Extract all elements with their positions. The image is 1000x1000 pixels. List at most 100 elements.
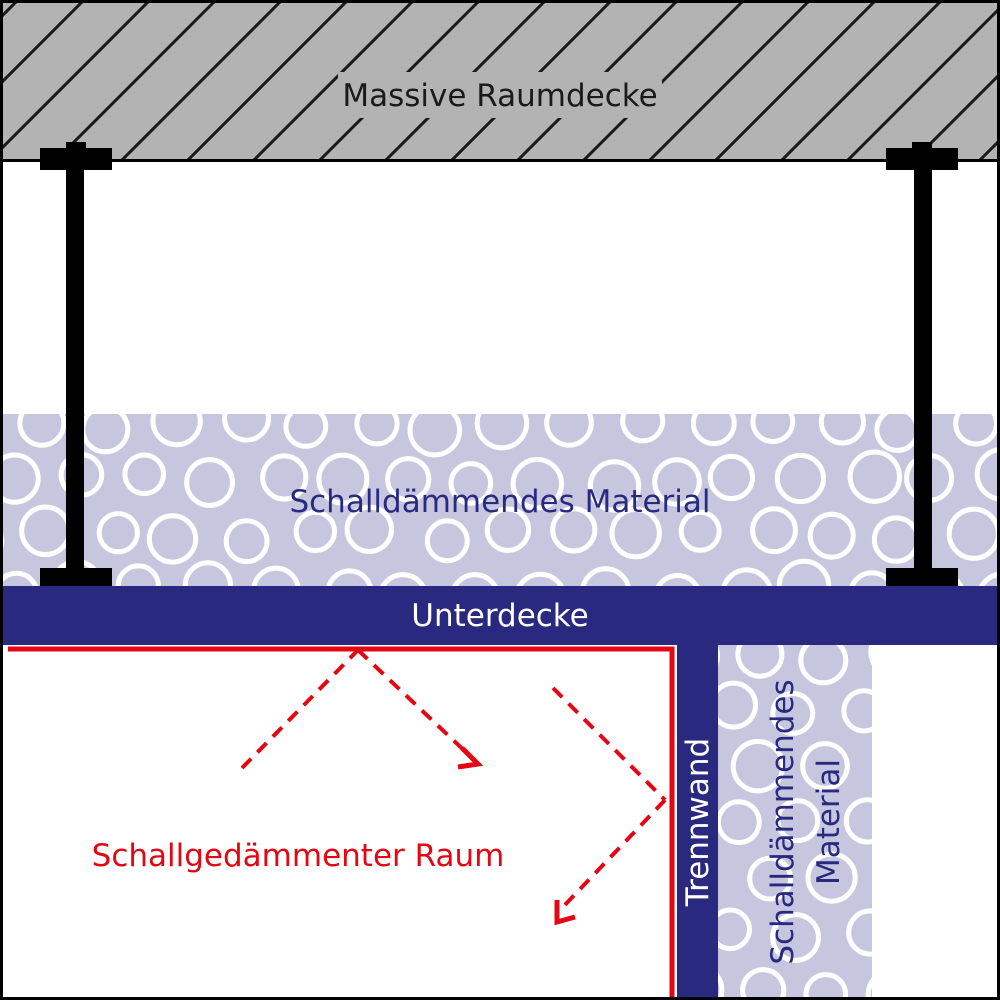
insulation-texture-circle [544, 414, 594, 448]
insulation-texture-circle [122, 452, 166, 497]
insulation-texture-circle [775, 798, 821, 843]
insulation-texture-circle [776, 558, 832, 586]
insulation-texture-circle [223, 518, 270, 565]
insulation-texture-circle [17, 414, 67, 448]
hatch-line [51, 0, 218, 162]
insulation-texture-circle [550, 506, 598, 554]
insulation-texture-circle [326, 568, 373, 586]
insulation-texture-circle [407, 414, 463, 458]
insulation-texture-circle [718, 972, 725, 1000]
insulation-texture-circle [803, 972, 849, 1000]
insulation-texture-circle [260, 453, 309, 502]
insulation-label-horizontal: Schalldämmendes Material [289, 484, 710, 520]
insulation-label-vertical-line2: Material [811, 759, 847, 885]
ceiling-label-background [338, 72, 662, 118]
sound-path-incoming-wall [551, 686, 667, 802]
insulation-texture-circle [474, 414, 530, 451]
insulation-texture-circle [846, 908, 872, 957]
hatch-line [249, 0, 416, 162]
hatch-line [645, 0, 812, 162]
insulation-texture-circle [847, 449, 902, 504]
insulation-texture-circle [735, 645, 785, 679]
insulation-texture-circle [841, 688, 872, 734]
insulation-texture-circle [448, 461, 494, 506]
sound-path-reflected-wall [560, 798, 667, 910]
insulation-texture-circle [800, 741, 850, 791]
insulation-label-vertical-line1: Schalldämmendes [765, 679, 801, 964]
insulation-texture-circle [718, 799, 762, 846]
insulation-texture-circle [865, 977, 872, 1000]
insulation-texture-circle [843, 797, 872, 845]
insulation-texture-circle [879, 744, 919, 784]
hanger-right [886, 142, 958, 588]
suspended-ceiling: Unterdecke [0, 586, 1000, 645]
insulation-texture-circle [878, 854, 919, 895]
sound-path-incoming-top [240, 648, 360, 770]
insulation-texture-circle [184, 457, 236, 508]
insulation-texture-circle [770, 912, 821, 963]
insulation-texture-circle [0, 452, 41, 505]
insulation-texture-circle [316, 452, 370, 506]
insulation-texture-circle [587, 459, 642, 513]
insulation-texture-circle [0, 570, 39, 586]
insulation-texture-circle [182, 560, 233, 586]
insulation-texture-circle [516, 571, 564, 586]
arrowhead-down-right [457, 746, 484, 770]
insulation-texture-circle [770, 691, 816, 736]
insulation-texture-circle [580, 566, 631, 586]
insulation-texture-circle [609, 506, 662, 560]
insulation-texture-circle [678, 509, 722, 553]
partition-wall-label: Trennwand [680, 738, 716, 908]
insulation-texture-circle [222, 414, 271, 443]
insulation-texture-circle [718, 680, 758, 730]
insulation-texture-circle [251, 565, 301, 586]
hanger-left [40, 142, 112, 588]
insulation-texture-circle [115, 563, 161, 586]
insulation-texture-circle [774, 452, 827, 505]
insulation-texture-circle [380, 572, 426, 586]
sound-reflection-arrows [240, 648, 667, 926]
insulation-texture-circle [655, 573, 700, 586]
insulation-texture-circle [798, 645, 849, 686]
hatch-line [777, 0, 944, 162]
insulation-texture-circle [150, 414, 203, 448]
insulation-layer-vertical: Schalldämmendes Material [718, 645, 919, 1000]
insulation-texture-circle [707, 453, 756, 502]
insulation-texture-circle [740, 967, 787, 1000]
insulation-texture-circle [849, 570, 895, 586]
insulation-texture-circle [818, 414, 866, 446]
insulation-texture-circle [953, 414, 999, 447]
insulation-texture-circle [452, 572, 498, 586]
room-boundary [8, 646, 675, 998]
insulation-texture-circle [484, 506, 532, 553]
insulation-texture-circle [354, 414, 400, 447]
hatch-line [183, 0, 350, 162]
ceiling-label: Massive Raumdecke [342, 78, 657, 114]
insulation-texture-circle [730, 739, 786, 794]
solid-ceiling: Massive Raumdecke [0, 0, 1000, 162]
insulation-texture-circle [96, 511, 140, 555]
insulation-texture-circle [750, 506, 798, 555]
insulation-texture-circle [146, 513, 199, 565]
insulation-texture-circle [974, 446, 1000, 502]
insulation-texture-circle [652, 457, 702, 507]
partition-wall: Trennwand [677, 645, 718, 1000]
insulation-layer-horizontal: Schalldämmendes Material [0, 414, 1000, 586]
hatch-line [711, 0, 878, 162]
insulation-texture-circle [721, 567, 773, 586]
sound-path-reflected-top [356, 648, 472, 758]
hatch-line [0, 0, 86, 87]
insulation-texture-circle [510, 457, 564, 511]
insulation-texture-circle [424, 518, 470, 564]
hatch-line [117, 0, 284, 162]
suspended-ceiling-label: Unterdecke [411, 598, 588, 634]
insulation-texture-circle [747, 855, 793, 902]
arrowhead-down-left [554, 900, 576, 926]
insulation-texture-circle [807, 511, 856, 560]
hatch-line [0, 0, 152, 153]
insulation-texture-circle [868, 645, 872, 666]
insulation-texture-circle [293, 509, 337, 554]
insulation-texture-circle [385, 456, 432, 503]
